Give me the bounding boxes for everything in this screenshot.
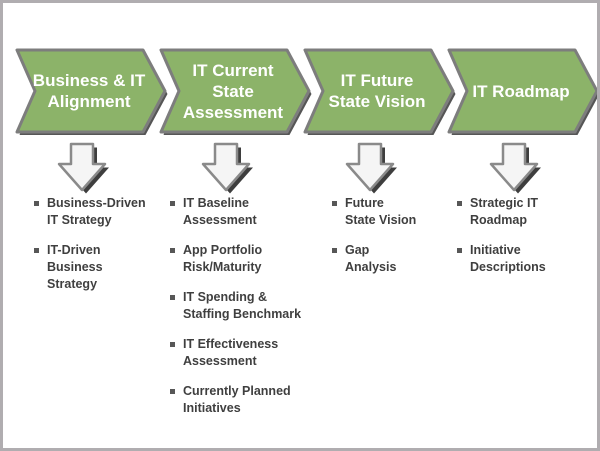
step-2-title: IT Current State Assessment [182, 60, 284, 122]
step-4-title: IT Roadmap [472, 81, 570, 101]
bullet-list: IT Baseline Assessment App Portfolio Ris… [167, 195, 312, 417]
chevron-shape-icon [159, 48, 312, 135]
bullet-item: IT Effectiveness Assessment [167, 336, 312, 370]
bullet-item: IT Baseline Assessment [167, 195, 312, 229]
down-arrow-icon [487, 142, 543, 196]
bullet-list: Business-Driven IT Strategy IT-Driven Bu… [31, 195, 171, 293]
chevron-shape-icon [447, 48, 597, 135]
step-1-detail-list: Business-Driven IT Strategy IT-Driven Bu… [31, 195, 171, 306]
bullet-item: Gap Analysis [329, 242, 454, 276]
step-3-title: IT Future State Vision [328, 71, 426, 111]
bullet-item: IT Spending & Staffing Benchmark [167, 289, 312, 323]
bullet-item: Currently Planned Initiatives [167, 383, 312, 417]
down-arrow-icon [55, 142, 111, 196]
chevron-step-2: IT Current State Assessment [159, 48, 312, 135]
bullet-list: Future State Vision Gap Analysis [329, 195, 454, 276]
step-2-detail-list: IT Baseline Assessment App Portfolio Ris… [167, 195, 312, 430]
step-1-title: Business & IT Alignment [32, 71, 146, 111]
chevron-step-3: IT Future State Vision [303, 48, 456, 135]
chevron-shape-icon [303, 48, 456, 135]
bullet-item: Initiative Descriptions [454, 242, 589, 276]
chevron-shape-icon [15, 48, 168, 135]
step-3-detail-list: Future State Vision Gap Analysis [329, 195, 454, 289]
chevron-step-1: Business & IT Alignment [15, 48, 168, 135]
step-4-detail-list: Strategic IT Roadmap Initiative Descript… [454, 195, 589, 289]
bullet-item: Future State Vision [329, 195, 454, 229]
bullet-item: Business-Driven IT Strategy [31, 195, 171, 229]
bullet-list: Strategic IT Roadmap Initiative Descript… [454, 195, 589, 276]
down-arrow-icon [343, 142, 399, 196]
bullet-item: IT-Driven Business Strategy [31, 242, 171, 293]
chevron-step-4: IT Roadmap [447, 48, 597, 135]
bullet-item: App Portfolio Risk/Maturity [167, 242, 312, 276]
bullet-item: Strategic IT Roadmap [454, 195, 589, 229]
down-arrow-icon [199, 142, 255, 196]
